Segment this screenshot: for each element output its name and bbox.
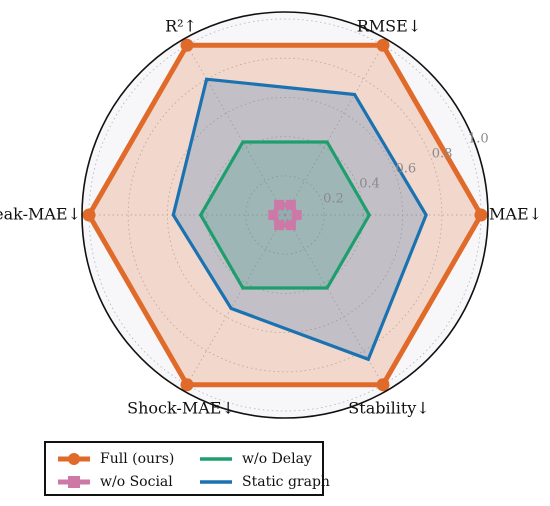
- legend-label: w/o Delay: [242, 451, 312, 467]
- axis-label: RMSE↓: [357, 16, 421, 35]
- radial-tick-label: 0.8: [432, 147, 453, 162]
- radial-tick-label: 0.2: [323, 192, 344, 207]
- grid-spoke: [284, 214, 384, 385]
- legend: Full (ours) w/o Delay w/o Social Static …: [44, 441, 330, 496]
- marker-full-ours: [180, 378, 194, 392]
- radial-tick-label: 1.0: [468, 132, 489, 147]
- radial-tick-label: 0.4: [359, 177, 380, 192]
- grid-spoke: [284, 45, 384, 216]
- grid-circle: [245, 175, 325, 255]
- marker-w-o-social: [274, 220, 285, 231]
- legend-swatch-delay: [200, 457, 232, 461]
- series-area-w-o-social: [273, 204, 297, 226]
- legend-swatch-social: [58, 476, 90, 488]
- radial-tick-label: 0.6: [395, 162, 416, 177]
- legend-swatch-static: [200, 480, 232, 484]
- grid-spoke: [186, 214, 286, 385]
- series-line-w-o-delay: [198, 140, 372, 290]
- polar-frame: [81, 11, 489, 419]
- series-area-full-ours: [89, 45, 481, 385]
- legend-label: w/o Social: [100, 474, 173, 490]
- marker-full-ours: [180, 38, 194, 52]
- series-area-w-o-delay: [200, 142, 370, 288]
- axis-label: Stability↓: [348, 399, 429, 418]
- legend-item-static: Static graph: [198, 471, 330, 493]
- marker-w-o-social: [291, 210, 302, 220]
- marker-w-o-social: [274, 199, 285, 210]
- legend-item-social: w/o Social: [56, 471, 173, 493]
- legend-label: Full (ours): [100, 451, 175, 467]
- marker-w-o-social: [285, 220, 296, 231]
- marker-full-ours: [376, 378, 390, 392]
- axis-label: Peak-MAE↓: [0, 205, 81, 224]
- series-line-static-graph: [171, 77, 428, 362]
- marker-full-ours: [376, 38, 390, 52]
- legend-item-full: Full (ours): [56, 448, 174, 470]
- grid-circle: [127, 57, 443, 373]
- axis-label: MAE↓: [489, 205, 542, 224]
- grid-spoke: [186, 45, 286, 216]
- legend-swatch-full: [58, 453, 90, 465]
- axis-label: Shock-MAE↓: [127, 399, 235, 418]
- grid-circle: [206, 136, 364, 294]
- marker-full-ours: [82, 208, 96, 222]
- legend-label: Static graph: [242, 474, 330, 490]
- axis-label: R²↑: [165, 16, 197, 35]
- marker-w-o-social: [268, 210, 279, 220]
- marker-full-ours: [474, 208, 488, 222]
- legend-item-delay: w/o Delay: [198, 448, 312, 470]
- marker-w-o-social: [285, 199, 296, 210]
